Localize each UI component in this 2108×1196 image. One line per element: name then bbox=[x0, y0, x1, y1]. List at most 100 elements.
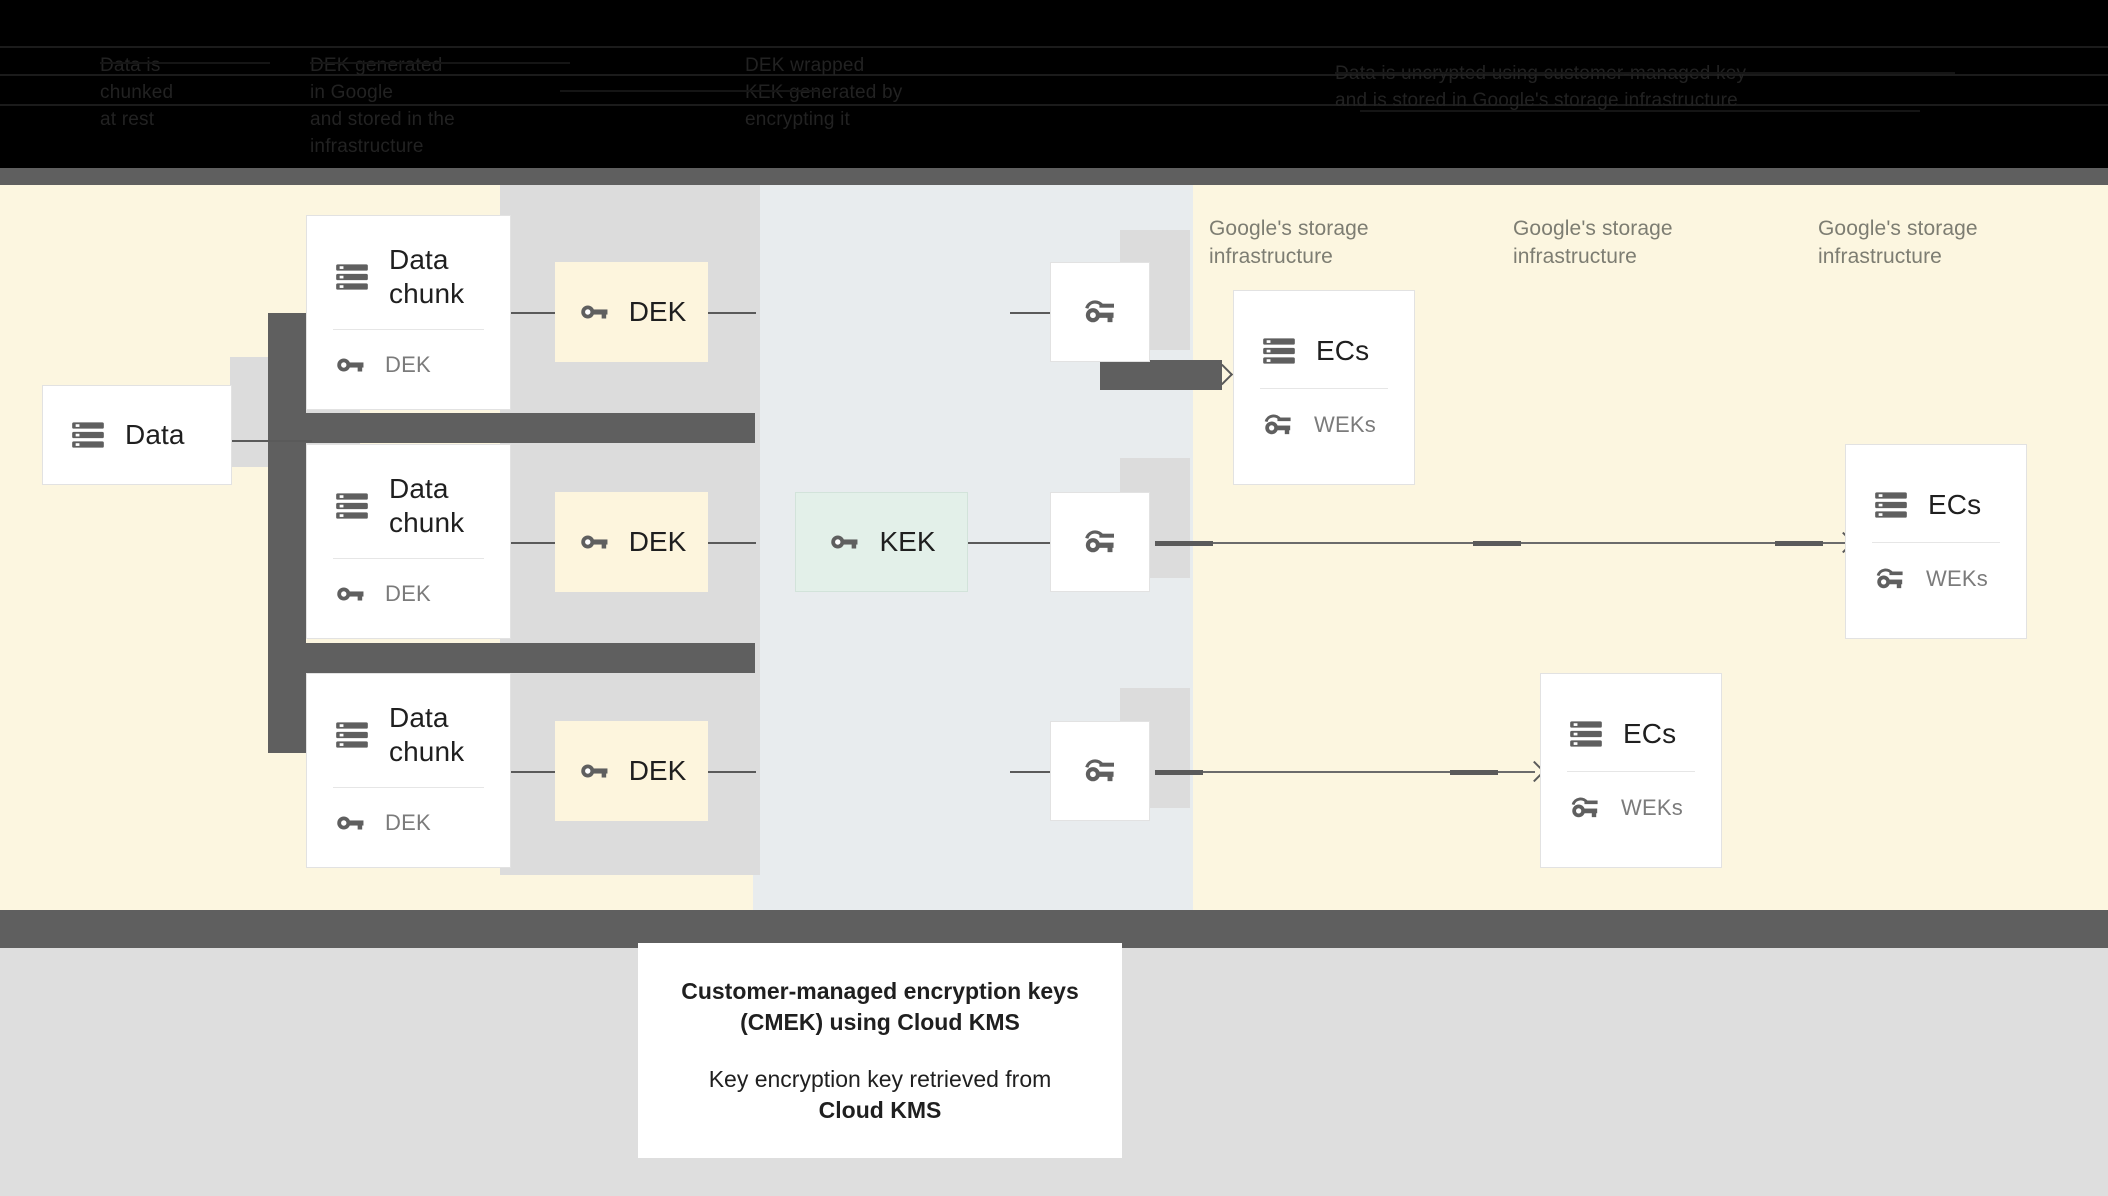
key-icon bbox=[577, 525, 611, 559]
arrow-line-row3 bbox=[1155, 771, 1535, 773]
card-chunk1-key-row: DEK bbox=[307, 348, 510, 382]
connector-to-wkey-3 bbox=[1010, 771, 1050, 773]
wrapped-key-icon bbox=[1080, 522, 1120, 562]
banner-text-4: Data is uncrypted using customer-managed… bbox=[1335, 63, 1747, 111]
card-data[interactable]: Data bbox=[42, 385, 232, 485]
card-ecs1-key-label: WEKs bbox=[1314, 412, 1376, 437]
banner-text-2: DEK generated in Google and stored in th… bbox=[310, 55, 455, 157]
card-chunk2-title: Data chunk bbox=[389, 473, 465, 538]
card-ecs-1[interactable]: ECs WEKs bbox=[1233, 290, 1415, 485]
caption-line-2-bold: Cloud KMS bbox=[818, 1096, 942, 1123]
card-data-title: Data bbox=[125, 419, 185, 450]
card-ecs1-divider bbox=[1260, 388, 1388, 389]
label-infra-1: Google's storage infrastructure bbox=[1209, 215, 1399, 271]
wrapped-key-icon bbox=[1080, 751, 1120, 791]
card-chunk2-divider bbox=[333, 558, 484, 559]
divider-bottom bbox=[0, 910, 2108, 948]
connector-data-to-bracket bbox=[232, 440, 312, 442]
banner-text-3: DEK wrapped KEK generated by encrypting … bbox=[745, 55, 903, 130]
connector-dek2-right bbox=[708, 542, 756, 544]
caption-line-2-normal: Key encryption key retrieved from bbox=[708, 1065, 1052, 1092]
connector-dek1-right bbox=[708, 312, 756, 314]
diagram-canvas: Data Data chunk bbox=[0, 185, 2108, 910]
split-bracket-spine bbox=[268, 313, 306, 753]
card-ecs-2[interactable]: ECs WEKs bbox=[1845, 444, 2027, 639]
caption-box: Customer-managed encryption keys (CMEK) … bbox=[638, 943, 1122, 1158]
card-ecs3-title: ECs bbox=[1623, 718, 1677, 749]
card-chunk1-title: Data chunk bbox=[389, 244, 465, 309]
chip-dek-3[interactable]: DEK bbox=[555, 721, 708, 821]
card-chunk3-row: Data chunk bbox=[307, 701, 510, 769]
split-bracket-arm-1 bbox=[268, 413, 755, 443]
card-chunk1-divider bbox=[333, 329, 484, 330]
chip-dek-1-label: DEK bbox=[628, 296, 687, 327]
card-chunk2-key-label: DEK bbox=[385, 581, 431, 606]
chip-dek-3-label: DEK bbox=[628, 755, 687, 786]
key-icon bbox=[333, 806, 367, 840]
label-infra-3: Google's storage infrastructure bbox=[1818, 215, 2008, 271]
card-data-chunk-2[interactable]: Data chunk DEK bbox=[306, 444, 511, 639]
key-icon bbox=[827, 525, 861, 559]
card-chunk2-row: Data chunk bbox=[307, 472, 510, 540]
chip-dek-1[interactable]: DEK bbox=[555, 262, 708, 362]
card-chunk1-row: Data chunk bbox=[307, 243, 510, 311]
card-ecs3-key-label: WEKs bbox=[1621, 795, 1683, 820]
divider-top bbox=[0, 168, 2108, 185]
split-bracket-arm-2 bbox=[268, 643, 755, 673]
storage-icon bbox=[1260, 332, 1298, 370]
top-banner: Data is chunked at rest DEK generated in… bbox=[0, 0, 2108, 168]
chip-dek-2[interactable]: DEK bbox=[555, 492, 708, 592]
connector-chunk2-dek bbox=[511, 542, 555, 544]
card-chunk3-key-row: DEK bbox=[307, 806, 510, 840]
storage-icon bbox=[1567, 715, 1605, 753]
card-ecs-3[interactable]: ECs WEKs bbox=[1540, 673, 1722, 868]
wrapped-key-icon bbox=[1567, 790, 1603, 826]
arrow-line-row2-seg-b bbox=[1473, 541, 1521, 546]
wrapped-key-icon bbox=[1080, 292, 1120, 332]
card-chunk3-divider bbox=[333, 787, 484, 788]
chip-dek-2-label: DEK bbox=[628, 526, 687, 557]
card-ecs3-key-row: WEKs bbox=[1541, 790, 1721, 826]
card-chunk1-key-label: DEK bbox=[385, 352, 431, 377]
key-icon bbox=[333, 577, 367, 611]
arrow-line-row2-seg-c bbox=[1775, 541, 1823, 546]
chip-wrapped-key-2[interactable] bbox=[1050, 492, 1150, 592]
card-ecs2-row: ECs bbox=[1846, 486, 2026, 524]
card-data-chunk-1[interactable]: Data chunk DEK bbox=[306, 215, 511, 410]
connector-kek-right bbox=[968, 542, 1050, 544]
chip-wrapped-key-3[interactable] bbox=[1050, 721, 1150, 821]
storage-icon bbox=[333, 487, 371, 525]
card-ecs3-divider bbox=[1567, 771, 1695, 772]
banner-text-1: Data is chunked at rest bbox=[100, 55, 174, 130]
card-data-chunk-3[interactable]: Data chunk DEK bbox=[306, 673, 511, 868]
chip-kek[interactable]: KEK bbox=[795, 492, 968, 592]
card-chunk3-title: Data chunk bbox=[389, 702, 465, 767]
card-ecs1-key-row: WEKs bbox=[1234, 407, 1414, 443]
card-data-row: Data bbox=[43, 416, 231, 454]
storage-icon bbox=[333, 716, 371, 754]
connector-chunk1-dek bbox=[511, 312, 555, 314]
key-icon bbox=[333, 348, 367, 382]
label-infra-3-text: Google's storage infrastructure bbox=[1818, 217, 1978, 268]
storage-icon bbox=[69, 416, 107, 454]
label-infra-2: Google's storage infrastructure bbox=[1513, 215, 1703, 271]
label-infra-1-text: Google's storage infrastructure bbox=[1209, 217, 1369, 268]
card-ecs1-title: ECs bbox=[1316, 335, 1370, 366]
key-icon bbox=[577, 295, 611, 329]
arrow-line-row2-seg-a bbox=[1155, 541, 1213, 546]
key-icon bbox=[577, 754, 611, 788]
caption-line-1: Customer-managed encryption keys (CMEK) … bbox=[681, 977, 1079, 1035]
wrapped-key-icon bbox=[1260, 407, 1296, 443]
card-ecs1-row: ECs bbox=[1234, 332, 1414, 370]
wrapped-key-icon bbox=[1872, 561, 1908, 597]
connector-to-wkey-1 bbox=[1010, 312, 1050, 314]
chip-kek-label: KEK bbox=[879, 526, 936, 557]
card-chunk3-key-label: DEK bbox=[385, 810, 431, 835]
card-ecs2-key-label: WEKs bbox=[1926, 566, 1988, 591]
card-ecs2-divider bbox=[1872, 542, 2000, 543]
label-infra-2-text: Google's storage infrastructure bbox=[1513, 217, 1673, 268]
card-chunk2-key-row: DEK bbox=[307, 577, 510, 611]
storage-icon bbox=[1872, 486, 1910, 524]
chip-wrapped-key-1[interactable] bbox=[1050, 262, 1150, 362]
card-ecs2-key-row: WEKs bbox=[1846, 561, 2026, 597]
